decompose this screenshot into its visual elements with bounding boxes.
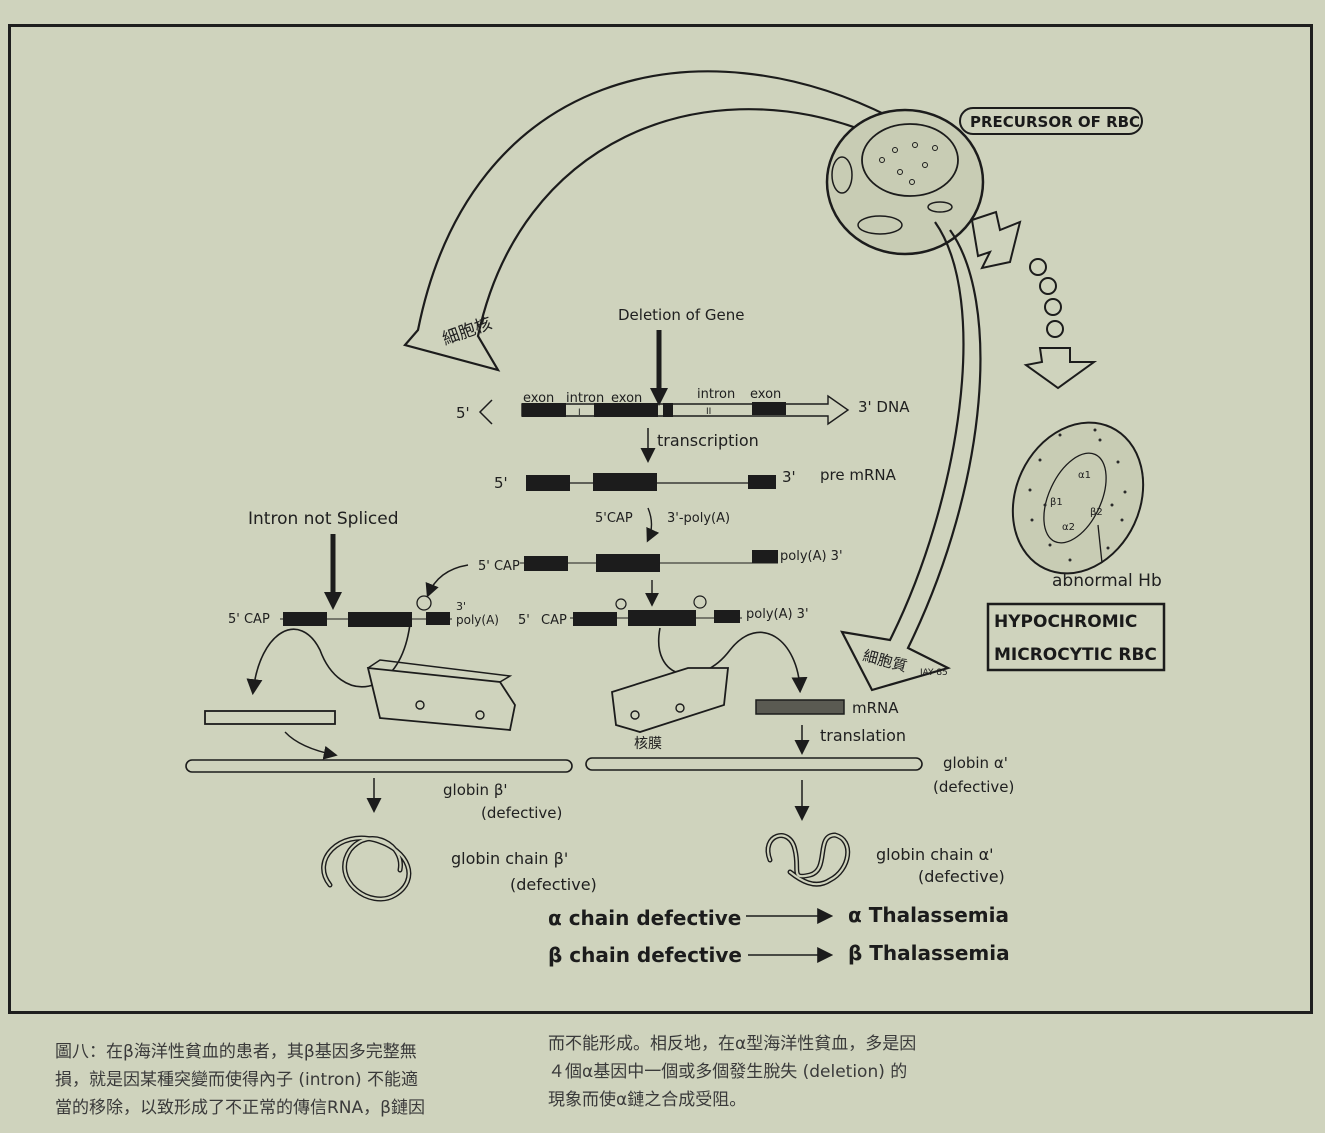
premrna-exon1 [526,475,570,491]
left-poly-label: poly(A) [456,613,499,627]
left-cap-label: 5' CAP [228,612,270,627]
dna-exon2-fragment [663,403,673,417]
capped-exon3 [752,550,778,563]
globin-beta-chain [186,760,572,772]
beta-chain-defective-label: β chain defective [548,943,742,967]
artist-signature: JAY 85 [919,668,948,678]
intron-arrow-head [324,592,342,610]
hb-beta1-label: β1 [1050,497,1063,508]
caption-left-line: 當的移除，以致形成了不正常的傳信RNA，β鏈因 [55,1094,425,1122]
caption-right-line: ４個α基因中一個或多個發生脫失 (deletion) 的 [548,1058,916,1086]
globin-beta-defective-label: (defective) [481,804,562,822]
hb-beta2-label: β2 [1090,507,1103,518]
outline-arrow-small [972,212,1020,268]
mid-exon1 [573,612,617,626]
premrna-5prime-label: 5' [494,474,508,492]
mid-loop-2 [694,596,706,608]
capped-poly-label: poly(A) 3' [780,549,843,564]
mid-loop-1 [616,599,626,609]
mid-5prime-label: 5' [518,613,530,628]
mrna-label: mRNA [852,699,899,717]
deletion-label: Deletion of Gene [618,306,745,324]
caption-left-line: 損，就是因某種突變而使得內子 (intron) 不能適 [55,1066,425,1094]
globin-beta-label: globin β' [443,781,508,799]
globin-alpha-chain [586,758,922,770]
capped-exon1 [524,556,568,571]
nuclear-membrane-label: 核膜 [634,736,662,752]
left-exon1 [283,612,327,626]
dna-exon3 [752,402,786,415]
nuclear-membrane-left [368,660,515,730]
chain-alpha-label: globin chain α' [876,845,994,864]
left-loop [417,596,431,610]
sequence-circles [1030,259,1063,337]
premrna-exon3 [748,475,776,489]
cap-step-arrow [648,508,652,540]
premrna-label: pre mRNA [820,466,897,484]
hb-alpha2-label: α2 [1062,522,1075,533]
mid-poly-label: poly(A) 3' [746,607,809,622]
caption-left-line: 圖八：在β海洋性貧血的患者，其β基因多完整無 [55,1038,425,1066]
microcytic-label: MICROCYTIC RBC [994,645,1157,665]
premrna-3prime-label: 3' [782,468,796,486]
caption-right-line: 現象而使α鏈之合成受阻。 [548,1086,916,1114]
abnormal-rbc: β1 β2 α1 α2 [989,401,1167,595]
cytoplasm-curved-arrow [842,222,980,690]
poly-step-label: 3'-poly(A) [667,511,730,526]
left-3prime-label: 3' [456,600,466,613]
dna-exon3-label: exon [750,387,781,402]
globin-alpha-label: globin α' [943,754,1008,772]
dna-exon1 [522,403,566,417]
precursor-cell [827,110,983,254]
defective-mrna-left [205,711,335,724]
curved-arrow-to-left [428,565,468,595]
dna-5prime-label: 5' [456,404,470,422]
folded-alpha-chain [768,835,848,884]
dna-intron2-label: intron [697,387,735,402]
premrna-exon2 [593,473,657,491]
caption-left: 圖八：在β海洋性貧血的患者，其β基因多完整無 損，就是因某種突變而使得內子 (i… [55,1038,425,1122]
cytoplasm-label: 細胞質 [861,646,909,675]
caption-right-line: 而不能形成。相反地，在α型海洋性貧血，多是因 [548,1030,916,1058]
beta-thalassemia-label: β Thalassemia [848,941,1010,965]
chain-alpha-defective-label: (defective) [918,867,1005,886]
dna-intron-ii-mark: II [706,407,711,417]
left-exon2 [348,612,412,627]
caption-right: 而不能形成。相反地，在α型海洋性貧血，多是因 ４個α基因中一個或多個發生脫失 (… [548,1030,916,1114]
abnormal-hb-label: abnormal Hb [1052,571,1162,591]
intron-not-spliced-label: Intron not Spliced [248,509,399,529]
capped-cap-label: 5' CAP [478,559,520,574]
dna-3prime-label: 3' DNA [858,398,910,416]
alpha-thalassemia-label: α Thalassemia [848,903,1009,927]
precursor-label: PRECURSOR OF RBC [970,113,1140,131]
dna-left-arrow [480,400,492,424]
chain-beta-defective-label: (defective) [510,875,597,894]
nuclear-membrane-right [612,668,728,732]
dna-intron-i-mark: I [578,408,581,418]
folded-beta-chain [324,838,409,899]
capped-exon2 [596,554,660,572]
nucleus-label: 細胞核 [440,313,495,349]
hb-alpha1-label: α1 [1078,470,1091,481]
translation-label: translation [820,726,906,745]
mid-cap-label: CAP [541,613,567,628]
hypochromic-label: HYPOCHROMIC [994,612,1137,632]
mrna-strand [756,700,844,714]
chain-beta-label: globin chain β' [451,849,568,868]
dna-exon2 [594,403,658,417]
mid-exon3 [714,610,740,623]
outline-arrow-down [1026,348,1094,388]
alpha-chain-defective-label: α chain defective [548,906,741,930]
left-exon3 [426,612,450,625]
left-translation-arrow [285,732,335,755]
mid-exon2 [628,610,696,626]
cap-step-label: 5'CAP [595,511,633,526]
transcription-label: transcription [657,431,759,450]
globin-alpha-defective-label: (defective) [933,778,1014,796]
